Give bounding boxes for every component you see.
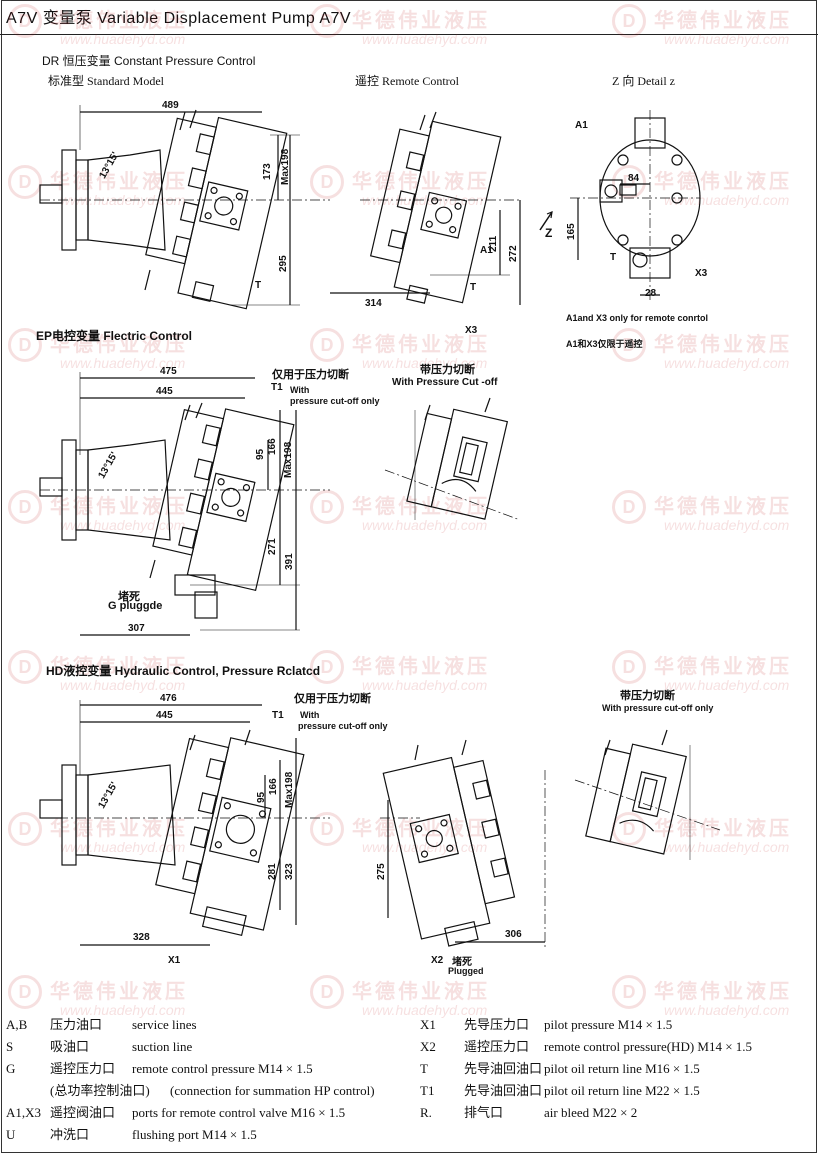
dim-label: 271 (267, 538, 278, 555)
ep-cutoff-t1: T1 (271, 382, 283, 393)
port-label-x3: X3 (695, 268, 708, 279)
hd-cutoff-en2: pressure cut-off only (298, 721, 388, 731)
dim-label: 166 (267, 438, 278, 455)
dr-remote-pump-drawing (330, 111, 553, 305)
port-label-t: T (470, 282, 477, 293)
dim-label: 166 (268, 778, 279, 795)
port-label-a1: A1 (575, 120, 588, 131)
port-label-x1: X1 (168, 955, 181, 966)
dim-label: 445 (156, 710, 173, 721)
dr-standard-pump-drawing (39, 105, 330, 310)
dim-label: Max198 (284, 771, 295, 808)
dim-label: 272 (508, 245, 519, 262)
dr-remote-label: 遥控 Remote Control (355, 74, 459, 88)
dim-label: 173 (262, 163, 273, 180)
hd-plug-cn: 堵死 (452, 957, 472, 968)
dim-label: 295 (278, 255, 289, 272)
hd-section-title: HD液控变量 Hydraulic Control, Pressure Rclat… (46, 664, 321, 678)
ep-plug-cn: 堵死 (118, 591, 140, 603)
dim-label: 476 (160, 693, 177, 704)
dim-label: 391 (284, 553, 295, 570)
hd-pump-drawing (39, 700, 330, 946)
dim-label: 475 (160, 366, 177, 377)
dim-label: 328 (133, 932, 150, 943)
port-label-t: T (255, 280, 262, 291)
port-label-x2: X2 (431, 955, 444, 966)
hd-cutoff-detail-drawing (574, 729, 721, 860)
dr-note-en: A1and X3 only for remote conrtol (566, 313, 709, 323)
dr-detail-z-drawing (570, 110, 701, 300)
dim-label: 445 (156, 386, 173, 397)
dr-standard-label: 标准型 Standard Model (48, 74, 164, 88)
ep-plug-en: G pluggde (108, 600, 163, 612)
port-label-t: T (610, 252, 617, 263)
ep-with-cutoff-cn: 带压力切断 (420, 364, 475, 376)
page-title: A7V 变量泵 Variable Displacement Pump A7V (6, 10, 352, 27)
ep-with-cutoff-en: With Pressure Cut -off (392, 377, 498, 388)
ep-cutoff-cn: 仅用于压力切断 (272, 369, 349, 381)
dim-label: 489 (162, 100, 179, 111)
hd-cutoff-t1: T1 (272, 710, 284, 721)
dim-label: 165 (566, 223, 577, 240)
ep-cutoff-en: pressure cut-off only (290, 396, 380, 406)
hd-with-cutoff-cn: 带压力切断 (620, 690, 675, 702)
dim-label: Max198 (280, 148, 291, 185)
hd-cutoff-en1: With (300, 710, 320, 720)
page-header: A7V 变量泵 Variable Displacement Pump A7V (0, 0, 818, 35)
dim-label: 306 (505, 929, 522, 940)
hd-with-cutoff-en: With pressure cut-off only (602, 703, 714, 713)
dim-label: 323 (284, 863, 295, 880)
hd-remote-pump-drawing (380, 739, 546, 950)
dim-label: 307 (128, 623, 145, 634)
dr-detail-label: Z 向 Detail z (612, 74, 675, 88)
port-label-x3: X3 (465, 325, 478, 336)
dim-label: 95 (256, 791, 267, 803)
technical-drawings (39, 105, 721, 950)
port-label-a1: A1 (480, 245, 493, 256)
hd-plug-en: Plugged (448, 966, 484, 976)
ep-section-title: EP电控变量 Flectric Control (36, 329, 193, 343)
ep-cutoff-with: With (290, 385, 310, 395)
dr-section-title: DR 恒压变量 Constant Pressure Control (42, 54, 256, 68)
dim-label: Max198 (283, 441, 294, 478)
hd-cutoff-cn: 仅用于压力切断 (294, 693, 371, 705)
dim-label: 281 (267, 863, 278, 880)
legend-row: (总功率控制油口)(connection for summation HP co… (50, 1083, 375, 1098)
view-label-z: Z (545, 226, 553, 240)
ep-pump-drawing (39, 372, 330, 636)
dim-label: 28 (645, 288, 657, 299)
dim-label: 275 (376, 863, 387, 880)
dim-label: 84 (628, 173, 640, 184)
dim-label: 314 (365, 298, 382, 309)
dim-label: 95 (255, 448, 266, 460)
ep-cutoff-detail-drawing (384, 397, 521, 521)
dr-note-cn: A1和X3仅限于遥控 (566, 339, 643, 349)
